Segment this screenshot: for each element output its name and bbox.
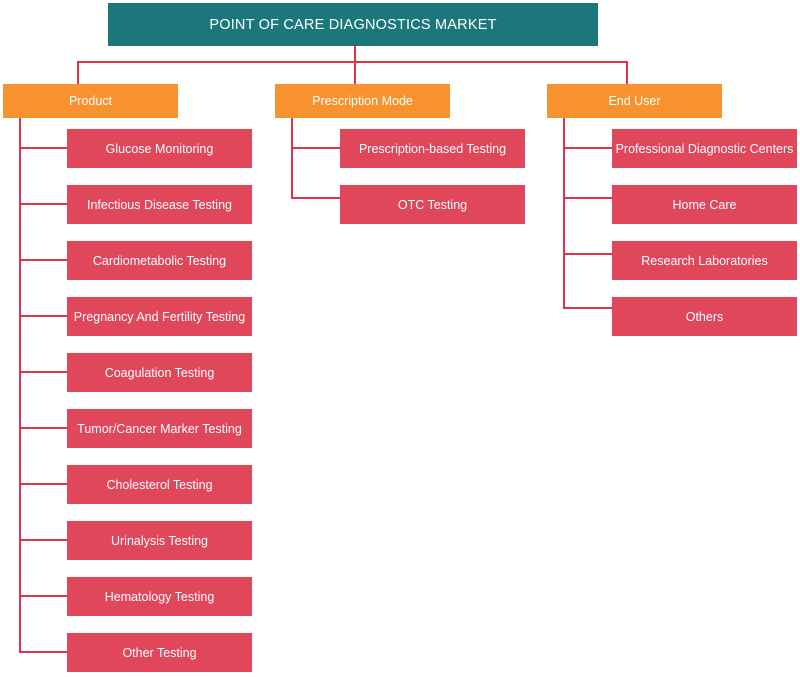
branch-connector xyxy=(19,483,67,485)
branch-connector xyxy=(291,197,340,199)
leaf-others: Others xyxy=(612,297,797,336)
leaf-other-testing: Other Testing xyxy=(67,633,252,672)
branch-connector xyxy=(19,203,67,205)
end-user-spine-connector xyxy=(563,118,565,309)
leaf-tumor-cancer-marker-testing: Tumor/Cancer Marker Testing xyxy=(67,409,252,448)
branch-connector xyxy=(563,253,612,255)
branch-connector xyxy=(19,539,67,541)
leaf-home-care: Home Care xyxy=(612,185,797,224)
root-horizontal-connector xyxy=(77,61,628,63)
branch-connector xyxy=(19,651,67,653)
end-user-drop-connector xyxy=(626,61,628,84)
branch-connector xyxy=(19,595,67,597)
branch-connector xyxy=(563,307,612,309)
leaf-glucose-monitoring: Glucose Monitoring xyxy=(67,129,252,168)
category-end-user: End User xyxy=(547,84,722,118)
prescription-mode-drop-connector xyxy=(354,61,356,84)
branch-connector xyxy=(19,315,67,317)
branch-connector xyxy=(19,371,67,373)
branch-connector xyxy=(19,259,67,261)
leaf-coagulation-testing: Coagulation Testing xyxy=(67,353,252,392)
branch-connector xyxy=(563,197,612,199)
branch-connector xyxy=(563,147,612,149)
leaf-professional-diagnostic-centers: Professional Diagnostic Centers xyxy=(612,129,797,168)
leaf-infectious-disease-testing: Infectious Disease Testing xyxy=(67,185,252,224)
branch-connector xyxy=(19,147,67,149)
category-prescription-mode: Prescription Mode xyxy=(275,84,450,118)
product-drop-connector xyxy=(77,61,79,84)
leaf-prescription-based-testing: Prescription-based Testing xyxy=(340,129,525,168)
leaf-cardiometabolic-testing: Cardiometabolic Testing xyxy=(67,241,252,280)
root-node: POINT OF CARE DIAGNOSTICS MARKET xyxy=(108,3,598,46)
category-product: Product xyxy=(3,84,178,118)
leaf-cholesterol-testing: Cholesterol Testing xyxy=(67,465,252,504)
prescription-mode-spine-connector xyxy=(291,118,293,199)
product-spine-connector xyxy=(19,118,21,653)
leaf-pregnancy-and-fertility-testing: Pregnancy And Fertility Testing xyxy=(67,297,252,336)
branch-connector xyxy=(19,427,67,429)
leaf-otc-testing: OTC Testing xyxy=(340,185,525,224)
branch-connector xyxy=(291,147,340,149)
root-stem-connector xyxy=(354,46,356,62)
leaf-research-laboratories: Research Laboratories xyxy=(612,241,797,280)
leaf-hematology-testing: Hematology Testing xyxy=(67,577,252,616)
leaf-urinalysis-testing: Urinalysis Testing xyxy=(67,521,252,560)
